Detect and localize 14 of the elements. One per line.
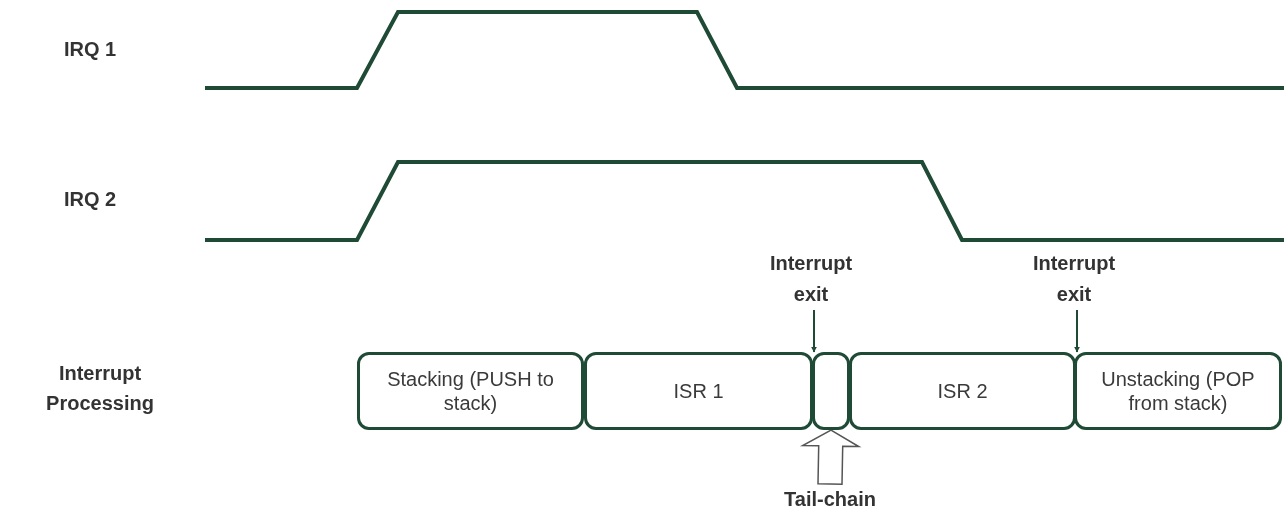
process-segment: Stacking (PUSH to stack) <box>357 352 584 430</box>
arrow <box>811 309 817 353</box>
signal-label: IRQ 2 <box>62 187 118 212</box>
annotation-text: Interrupt exit <box>755 248 867 310</box>
signal-label: Interrupt Processing <box>45 361 155 416</box>
annotation-text: Interrupt exit <box>1018 248 1130 310</box>
process-segment: ISR 1 <box>584 352 813 430</box>
arrow <box>1074 309 1080 353</box>
block-arrow <box>799 429 862 485</box>
annotation-text: Tail-chain <box>760 484 900 516</box>
process-segment: ISR 2 <box>849 352 1076 430</box>
tail-chain-box <box>812 352 850 430</box>
signal-label: IRQ 1 <box>62 37 118 62</box>
process-segment: Unstacking (POP from stack) <box>1074 352 1282 430</box>
